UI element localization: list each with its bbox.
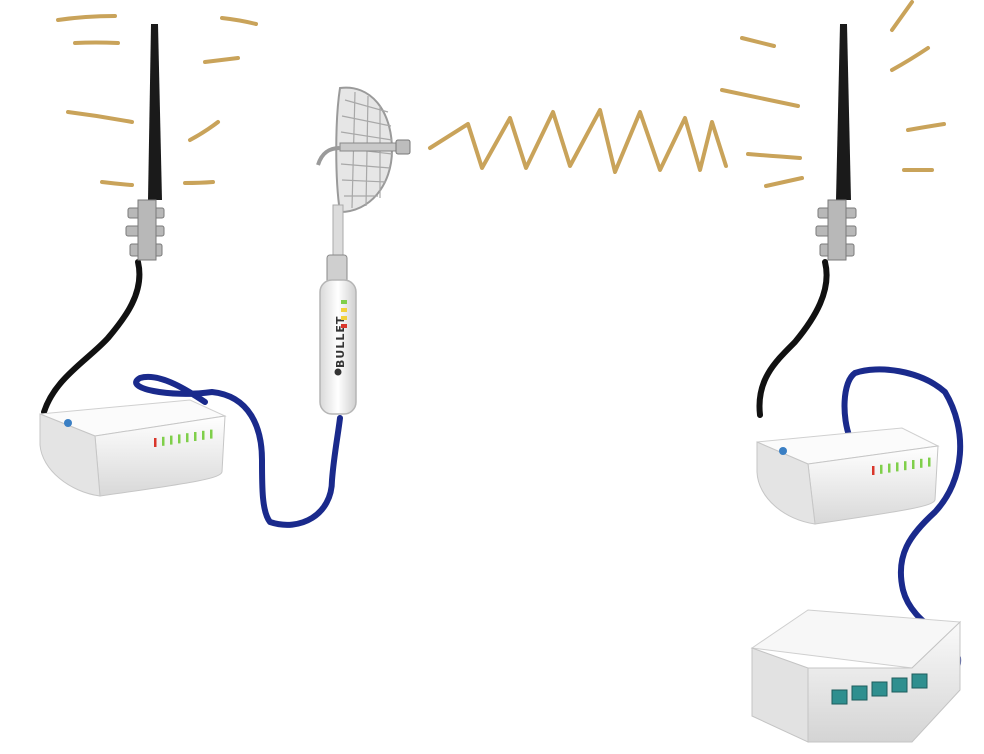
router-led	[186, 433, 189, 443]
bullet-brand-label: BULLET	[334, 316, 347, 368]
router-led	[888, 463, 891, 473]
wave-stroke	[890, 0, 914, 32]
antenna-whip	[836, 24, 851, 200]
wave-stroke	[764, 176, 804, 188]
right-omni-antenna	[815, 24, 857, 261]
router-logo-icon	[779, 447, 787, 455]
wave-stroke	[183, 180, 215, 185]
switch-port	[911, 673, 928, 689]
router-led-row	[154, 429, 213, 447]
switch-port	[831, 689, 848, 705]
switch-port	[851, 685, 868, 701]
wave-stroke	[746, 152, 802, 160]
antenna-mount-bracket	[815, 199, 857, 261]
grid-mast-tube	[332, 204, 344, 262]
wave-stroke	[720, 88, 800, 108]
wave-stroke	[188, 120, 220, 142]
antenna-whip	[148, 24, 162, 200]
router-led	[210, 429, 213, 439]
right-router	[756, 427, 940, 525]
router-led	[194, 432, 197, 441]
grid-feed-head	[395, 139, 411, 155]
grid-feed-arm	[339, 142, 405, 152]
wave-stroke	[203, 56, 240, 64]
router-led	[202, 430, 205, 440]
wave-stroke	[740, 36, 776, 48]
bullet-radio: BULLET	[319, 254, 357, 415]
router-led	[920, 458, 923, 468]
left-router	[39, 399, 227, 497]
wave-stroke	[66, 110, 134, 124]
router-led-row	[872, 457, 931, 475]
wave-stroke	[906, 122, 946, 132]
router-led	[170, 435, 173, 445]
switch-side	[751, 647, 809, 743]
wave-stroke	[890, 46, 930, 72]
switch-port-row	[831, 673, 928, 705]
router-led	[928, 457, 931, 467]
router-led	[880, 464, 883, 474]
router-led	[872, 466, 875, 475]
router-led	[162, 436, 165, 446]
left-ethernet-cable	[133, 373, 343, 528]
router-led	[154, 438, 157, 447]
grid-mount-bar	[316, 146, 341, 166]
switch-port	[891, 677, 908, 693]
bullet-status-leds	[341, 300, 347, 328]
left-coax-cable	[41, 259, 143, 415]
grid-antenna	[316, 86, 411, 262]
wave-stroke	[100, 180, 134, 187]
router-led	[904, 461, 907, 471]
router-logo-icon	[64, 419, 72, 427]
wireless-link-signal	[428, 108, 728, 174]
bullet-body	[319, 279, 357, 415]
bullet-connector	[326, 254, 348, 284]
bullet-logo-mark	[334, 368, 342, 376]
wave-stroke	[56, 14, 117, 22]
wave-stroke	[73, 40, 120, 45]
router-led	[178, 434, 181, 444]
router-front	[94, 415, 226, 497]
router-side	[39, 413, 101, 497]
ethernet-switch	[750, 609, 962, 743]
right-radio-waves	[720, 0, 946, 188]
router-side	[756, 441, 816, 525]
left-omni-antenna	[125, 24, 165, 261]
router-led	[896, 462, 899, 472]
switch-port	[871, 681, 888, 697]
wave-stroke	[220, 16, 258, 26]
router-led	[912, 460, 915, 469]
antenna-mount-bracket	[125, 199, 165, 261]
left-radio-waves	[56, 14, 258, 187]
right-coax-cable	[756, 259, 830, 418]
